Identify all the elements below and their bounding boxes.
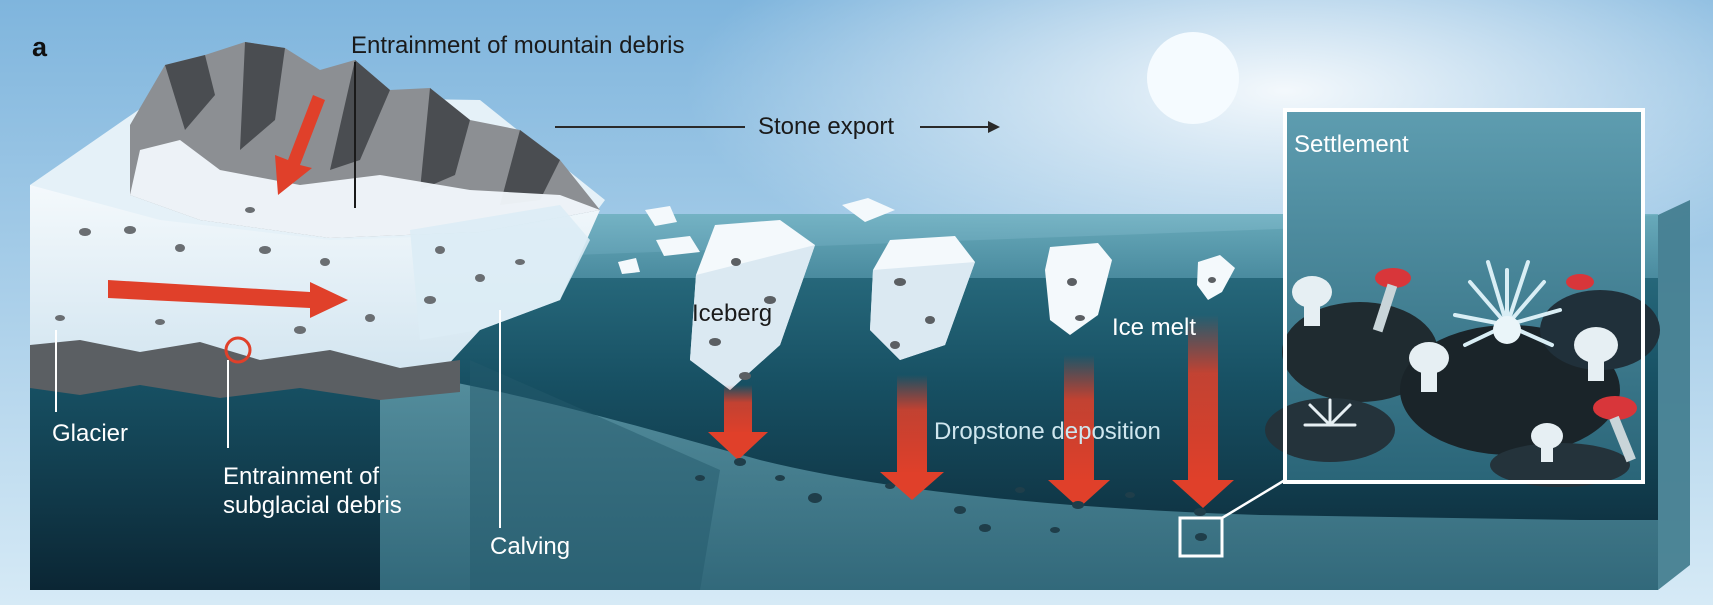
mountain-debris-label: Entrainment of mountain debris: [351, 32, 685, 60]
iceberg-label: Iceberg: [692, 300, 772, 328]
stone-export-label: Stone export: [758, 113, 894, 141]
subglacial-debris-label-line1: Entrainment of: [223, 463, 379, 491]
settlement-label: Settlement: [1294, 131, 1409, 159]
glacier-label: Glacier: [52, 420, 128, 448]
sun: [1147, 32, 1239, 124]
panel-letter: a: [32, 32, 47, 63]
dropstone-deposition-label: Dropstone deposition: [934, 418, 1161, 446]
subglacial-debris-label-line2: subglacial debris: [223, 492, 402, 520]
settlement-inset: [1265, 110, 1660, 487]
calving-label: Calving: [490, 533, 570, 561]
ice-melt-label: Ice melt: [1112, 314, 1196, 342]
